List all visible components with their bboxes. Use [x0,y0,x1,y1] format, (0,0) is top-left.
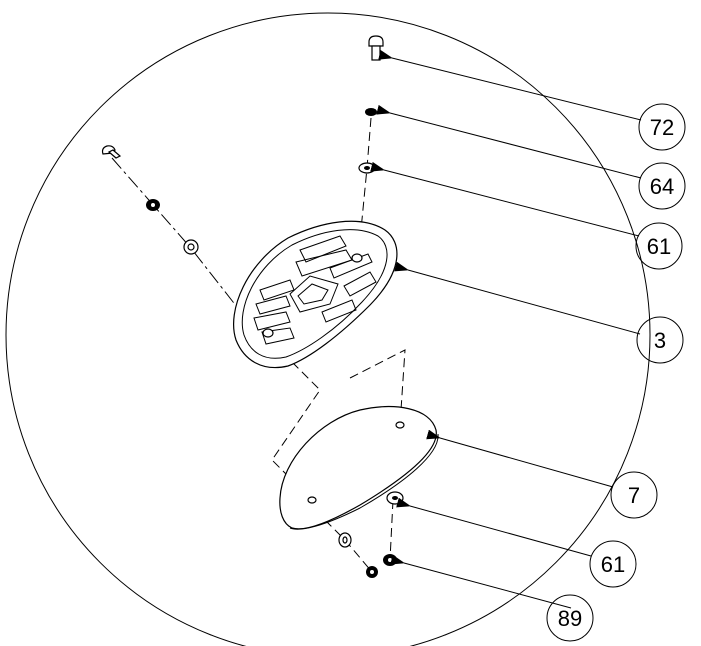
callout-72: 72 [638,103,686,151]
base-plate-hole [307,496,317,504]
nut-part-left [146,199,160,211]
callout-label: 3 [654,328,666,353]
base-plate-part-7 [279,406,439,530]
screw-part-left [101,145,122,159]
screw-part-72 [368,35,384,61]
callout-3: 3 [636,316,684,364]
washer-part-61-top [358,162,376,174]
tread-mount-hole [262,328,274,338]
tread-pad-part-3 [233,220,398,369]
callout-label: 61 [601,552,625,577]
washer-part-61-bottom [386,491,404,505]
washer-part-left [183,239,199,255]
callout-61-bottom: 61 [589,540,637,588]
washer-part-lower-left [338,532,352,548]
nut-part-64 [365,108,377,116]
callout-7: 7 [610,471,658,519]
base-plate-hole [395,421,405,429]
callout-61-top: 61 [635,222,683,270]
detail-view-circle [5,12,651,646]
callout-label: 72 [650,115,674,140]
leader-lines [370,50,642,609]
callout-label: 89 [558,606,582,631]
tread-mount-hole [351,253,363,263]
callout-label: 64 [650,174,674,199]
callout-64: 64 [638,162,686,210]
lock-nut-part-89 [383,554,397,566]
callout-89: 89 [546,594,594,642]
nut-part-lower-left [366,566,378,578]
callout-label: 61 [647,234,671,259]
callout-label: 7 [628,483,640,508]
